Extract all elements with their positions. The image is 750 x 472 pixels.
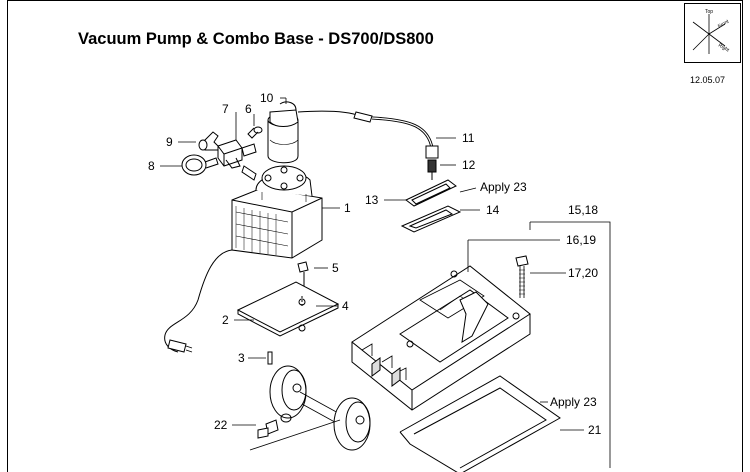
callout-22: 22 bbox=[214, 418, 228, 432]
callout-4: 4 bbox=[342, 299, 349, 313]
callout-12: 12 bbox=[462, 158, 476, 172]
orientation-right-label: Right bbox=[717, 43, 731, 54]
orientation-front-label: Front bbox=[717, 18, 731, 29]
callout-7: 7 bbox=[222, 102, 229, 116]
apply-23-label-bottom: Apply 23 bbox=[550, 395, 597, 409]
seal-part-13 bbox=[405, 179, 457, 207]
callout-17-20: 17,20 bbox=[568, 266, 598, 280]
filter-bowl-part bbox=[267, 101, 299, 164]
apply-23-label-top: Apply 23 bbox=[480, 180, 527, 194]
page-title: Vacuum Pump & Combo Base - DS700/DS800 bbox=[78, 30, 434, 48]
base-gasket-part bbox=[399, 375, 561, 472]
screw-part-3 bbox=[267, 351, 273, 365]
leader-lines bbox=[160, 97, 611, 468]
revision-date: 12.05.07 bbox=[690, 75, 726, 85]
callout-6: 6 bbox=[245, 102, 252, 116]
combo-base-part bbox=[351, 265, 531, 411]
seal-part-14 bbox=[400, 205, 462, 233]
callout-9: 9 bbox=[166, 135, 173, 149]
callout-3: 3 bbox=[238, 351, 245, 365]
orientation-top-label: Top bbox=[705, 9, 713, 15]
drawing-frame bbox=[7, 0, 743, 472]
power-cord-part bbox=[164, 249, 233, 353]
callout-16-19: 16,19 bbox=[566, 233, 596, 247]
vacuum-gauge-part bbox=[181, 154, 207, 176]
fitting-assembly-part bbox=[181, 126, 263, 181]
mounting-plate-part bbox=[236, 281, 340, 337]
vacuum-hose-part bbox=[297, 110, 439, 159]
callout-21: 21 bbox=[588, 423, 602, 437]
callout-15-18: 15,18 bbox=[568, 203, 598, 217]
callout-2: 2 bbox=[222, 313, 229, 327]
wheel-assembly-part bbox=[257, 365, 371, 451]
callout-5: 5 bbox=[332, 261, 339, 275]
orientation-indicator: Top Front Right bbox=[684, 3, 741, 63]
hose-fitting-part bbox=[427, 159, 437, 180]
callout-13: 13 bbox=[365, 193, 379, 207]
callout-14: 14 bbox=[486, 203, 500, 217]
vacuum-pump-part bbox=[231, 165, 323, 259]
callout-11: 11 bbox=[462, 131, 475, 145]
callout-8: 8 bbox=[148, 159, 155, 173]
callout-10: 10 bbox=[260, 91, 274, 105]
long-bolt-part bbox=[515, 255, 529, 298]
orientation-axes-icon: Top Front Right bbox=[692, 9, 731, 54]
callout-1: 1 bbox=[344, 201, 351, 215]
